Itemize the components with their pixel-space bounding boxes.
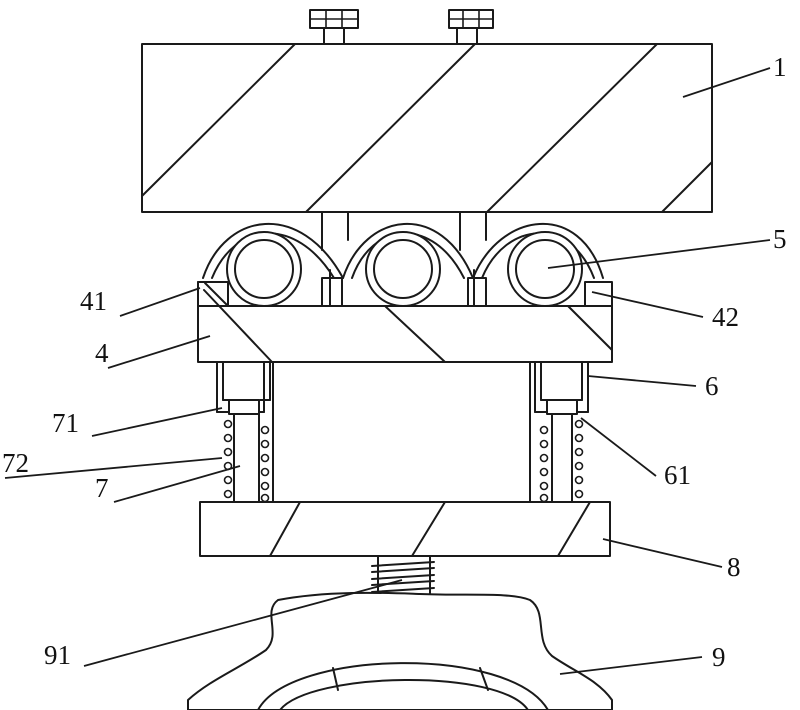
label-1: 1 bbox=[773, 52, 787, 82]
leader-lines bbox=[4, 67, 771, 675]
cable-middle bbox=[365, 231, 441, 307]
support-foot bbox=[187, 591, 613, 710]
center-body bbox=[272, 361, 531, 503]
label-91: 91 bbox=[44, 640, 71, 670]
cable-right bbox=[507, 231, 583, 307]
label-61: 61 bbox=[664, 460, 691, 490]
label-5: 5 bbox=[773, 224, 787, 254]
lower-base bbox=[199, 501, 611, 557]
label-7: 7 bbox=[95, 473, 109, 503]
label-6: 6 bbox=[705, 371, 719, 401]
label-41: 41 bbox=[80, 286, 107, 316]
label-42: 42 bbox=[712, 302, 739, 332]
left-spring bbox=[223, 419, 270, 503]
right-spring bbox=[539, 419, 584, 503]
right-guide bbox=[534, 361, 589, 503]
label-4: 4 bbox=[95, 338, 109, 368]
label-71: 71 bbox=[52, 408, 79, 438]
pressing-arms bbox=[321, 211, 487, 251]
left-guide bbox=[216, 361, 271, 503]
top-bolt-right bbox=[448, 9, 494, 45]
cable-left bbox=[226, 231, 302, 307]
cable-base bbox=[197, 281, 613, 363]
label-8: 8 bbox=[727, 552, 741, 582]
upper-block bbox=[141, 43, 713, 213]
label-9: 9 bbox=[712, 642, 726, 672]
label-72: 72 bbox=[2, 448, 29, 478]
top-bolt-left bbox=[309, 9, 359, 45]
threaded-screw bbox=[371, 555, 435, 597]
